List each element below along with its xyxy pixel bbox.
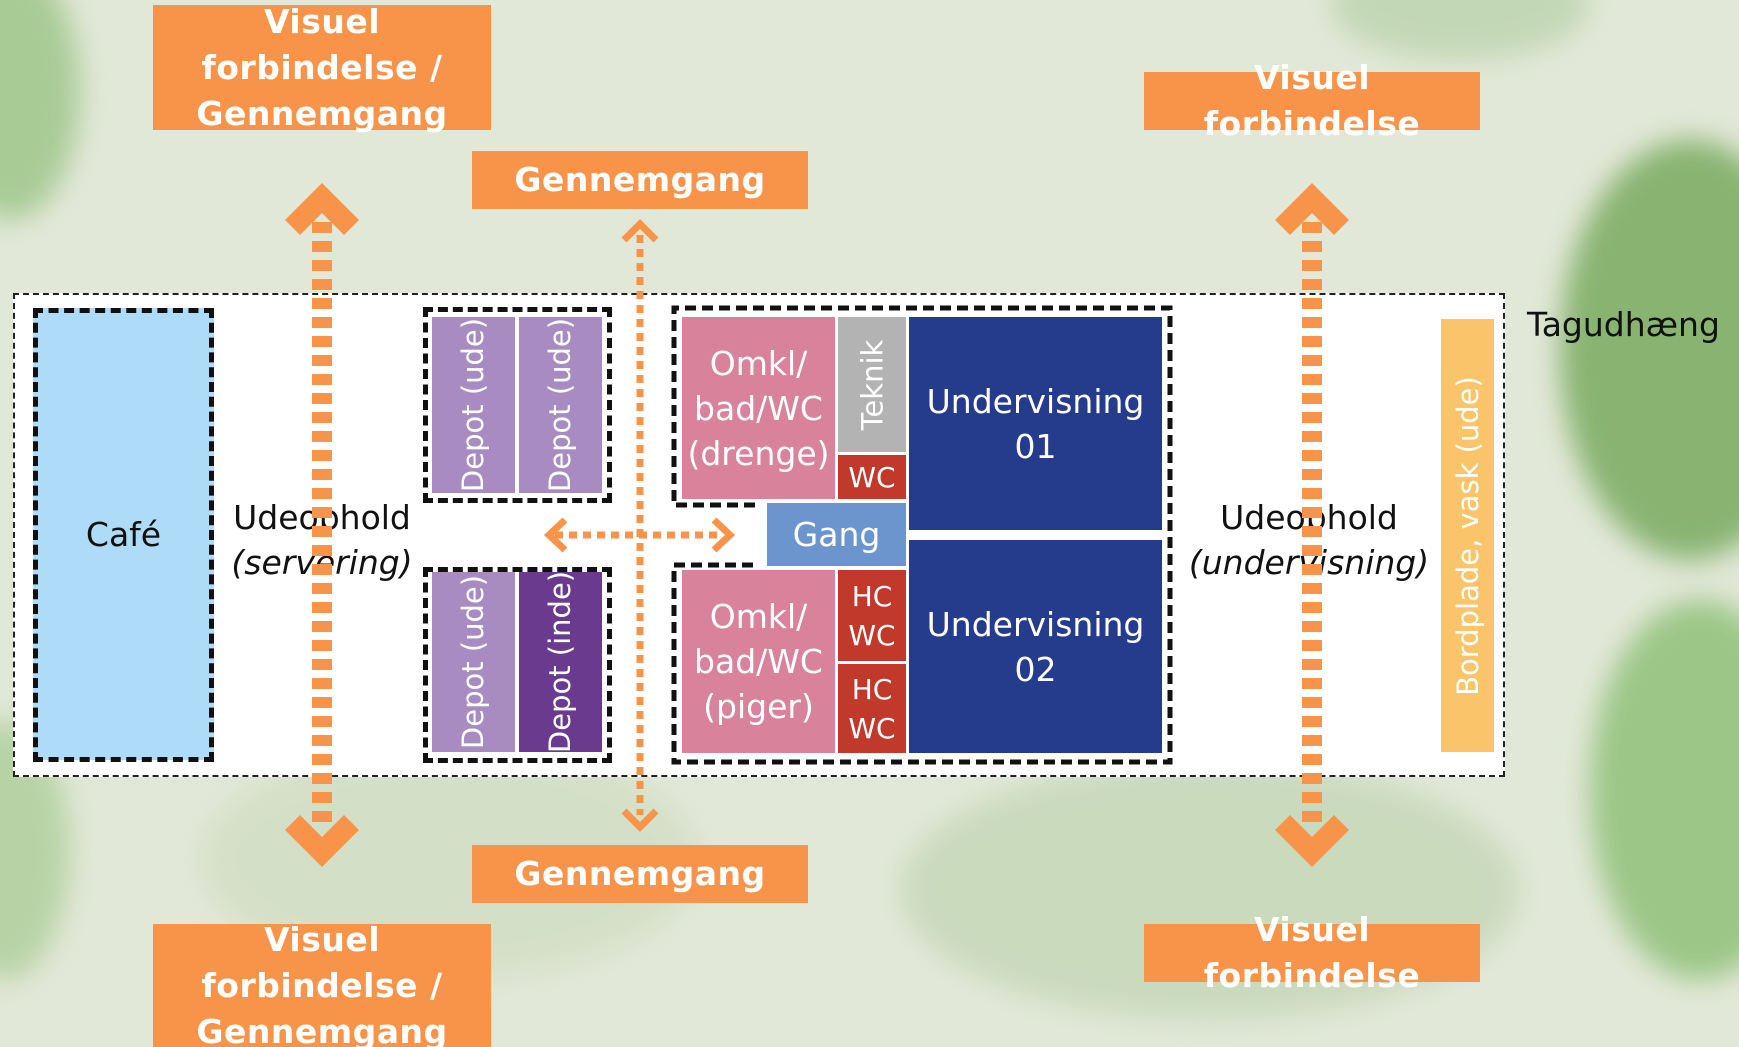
changing-boys-room: Omkl/ bad/WC (drenge) xyxy=(682,317,835,499)
hc-wc-room-2: HC WC xyxy=(838,664,906,753)
depot-top-outline xyxy=(423,307,612,503)
arrow-center-horizontal xyxy=(543,517,736,553)
teaching-02-room: Undervisning 02 xyxy=(909,540,1162,753)
depot-top-2: Depot (ude) xyxy=(519,317,602,493)
depot-bottom-outline xyxy=(423,567,612,763)
roof-overhang-label: Tagudhæng xyxy=(1527,305,1720,344)
changing-girls-room: Omkl/ bad/WC (piger) xyxy=(682,570,835,753)
label-bottom-left: Visuel forbindelse / Gennemgang xyxy=(153,920,491,1047)
label-bottom-right: Visuel forbindelse xyxy=(1144,910,1480,995)
teknik-room: Teknik xyxy=(838,317,906,452)
label-top-right: Visuel forbindelse xyxy=(1144,58,1480,143)
teaching-01-room: Undervisning 01 xyxy=(909,317,1162,530)
arrow-right-vertical xyxy=(1275,183,1349,867)
hc-wc-room-1: HC WC xyxy=(838,570,906,661)
label-top-left: Visuel forbindelse / Gennemgang xyxy=(153,2,491,133)
cafe-outline xyxy=(33,308,214,762)
depot-bottom-2: Depot (inde) xyxy=(519,571,602,753)
depot-top-1: Depot (ude) xyxy=(432,317,515,493)
label-top-center: Gennemgang xyxy=(472,151,808,209)
cafe-room: Café xyxy=(33,308,214,760)
arrow-left-vertical xyxy=(285,183,359,867)
gang-corridor: Gang xyxy=(767,503,906,566)
arrow-center-vertical xyxy=(621,219,659,832)
depot-bottom-1: Depot (ude) xyxy=(432,572,515,752)
label-bottom-center: Gennemgang xyxy=(472,845,808,903)
wc-room: WC xyxy=(838,455,906,499)
counter-bordplade: Bordplade, vask (ude) xyxy=(1441,319,1494,752)
